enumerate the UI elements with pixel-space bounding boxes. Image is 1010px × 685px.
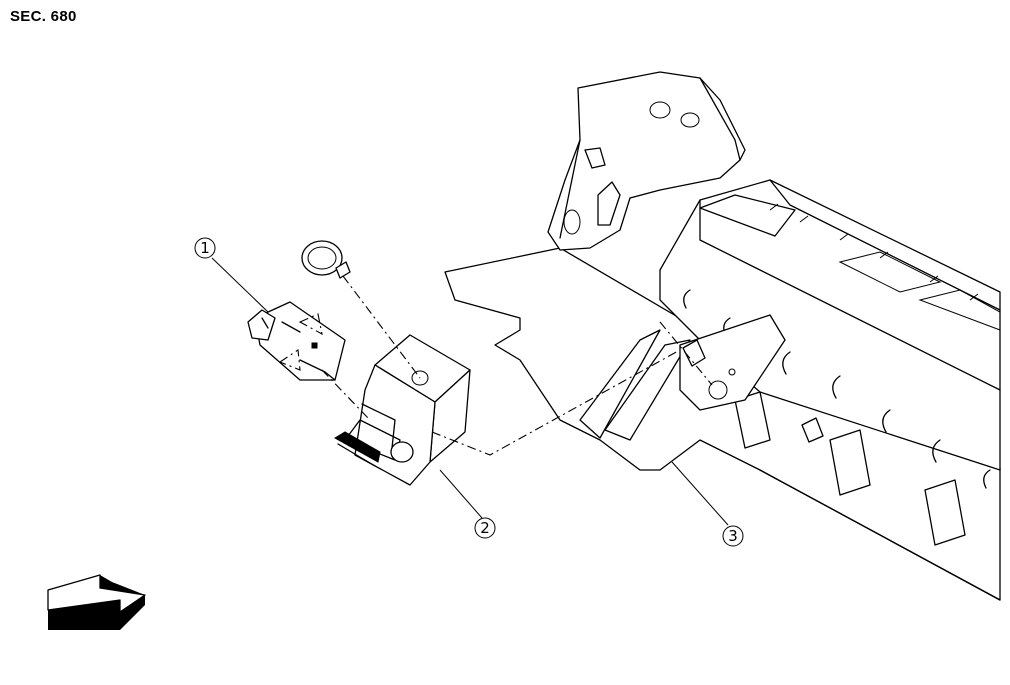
clip-icon	[301, 240, 351, 279]
warning-triangle-icon	[278, 313, 323, 371]
section-label: SEC. 680	[10, 8, 77, 25]
bracket-block	[334, 334, 471, 486]
callout-3: 3	[722, 525, 744, 547]
alignment-lines	[321, 275, 713, 456]
connector-part	[247, 301, 346, 381]
callout-2: 2	[474, 517, 496, 539]
instrument-panel-frame	[444, 71, 1001, 601]
callout-3-label: 3	[728, 527, 738, 545]
front-arrow-icon	[47, 574, 146, 630]
callout-leaders	[211, 257, 729, 526]
callout-2-label: 2	[480, 519, 490, 537]
callout-1-label: 1	[200, 239, 210, 257]
callout-1: 1	[194, 237, 216, 259]
